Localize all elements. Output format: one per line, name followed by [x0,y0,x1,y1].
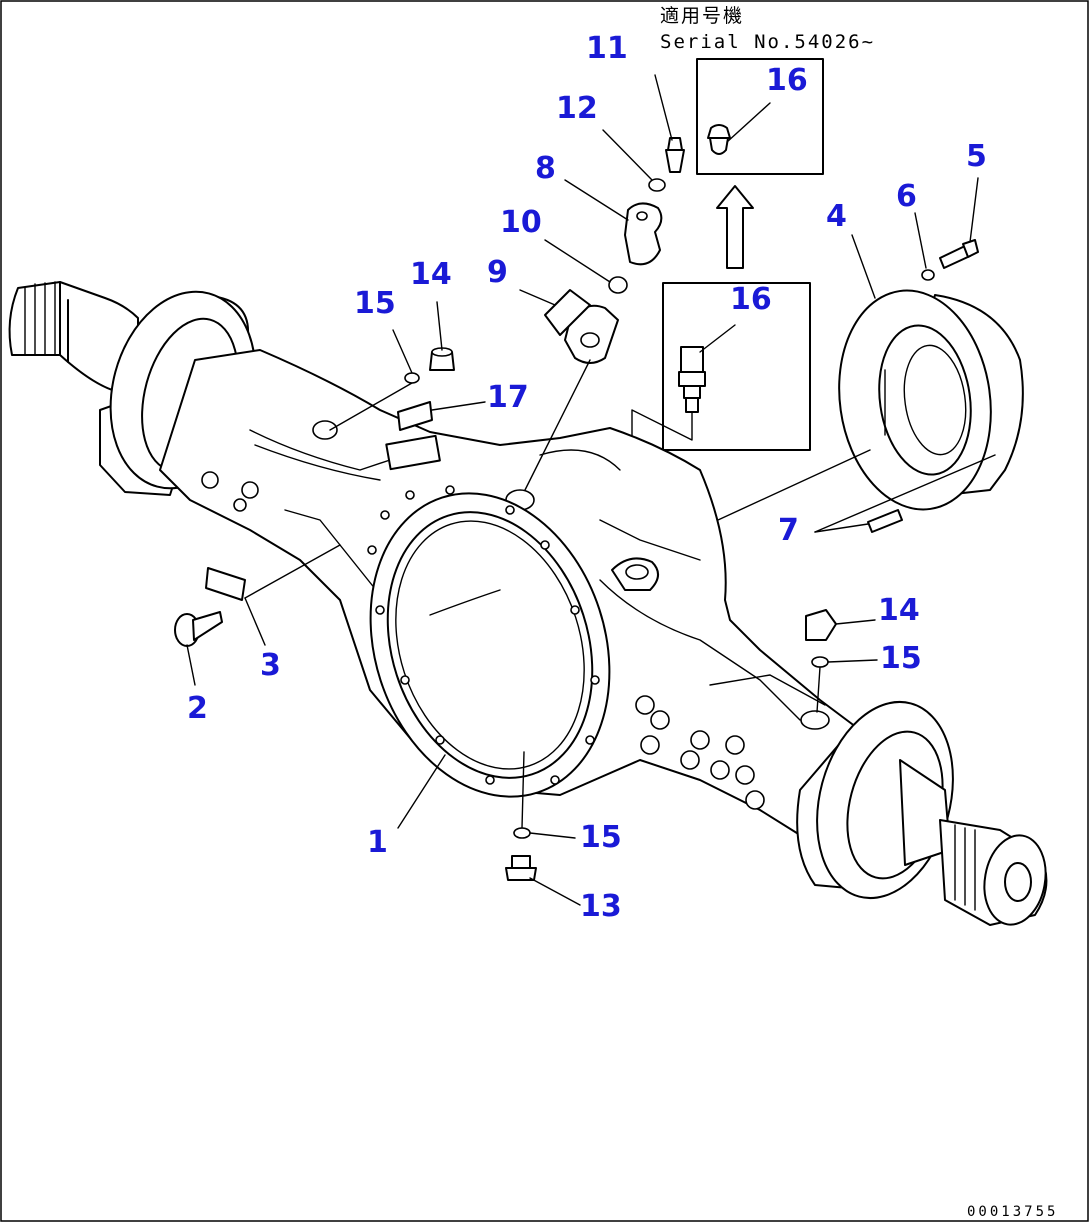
inset-box-new-breather [696,58,824,175]
callout-4[interactable]: 4 [826,199,847,234]
callout-14-upper[interactable]: 14 [410,257,452,292]
callout-13[interactable]: 13 [580,889,622,924]
serial-note-line1: 適用号機 [660,5,744,27]
plate-part-17 [397,401,433,431]
callout-1[interactable]: 1 [367,825,388,860]
plug-part-14-upper [429,347,455,371]
callout-7[interactable]: 7 [778,513,799,548]
serial-note-line2: Serial No.54026~ [660,31,875,53]
callout-5[interactable]: 5 [966,139,987,174]
washer-part-6 [921,269,935,281]
callout-9[interactable]: 9 [487,255,508,290]
leader-lines [186,74,996,906]
drawing-number: 00013755 [967,1204,1058,1220]
bolt-part-11 [665,137,685,173]
callout-2[interactable]: 2 [187,691,208,726]
callout-16-top[interactable]: 16 [766,63,808,98]
hub-part-4 [838,289,1024,511]
oring-part-10 [608,276,628,294]
callout-15-lower-center[interactable]: 15 [580,820,622,855]
plug-part-13 [505,855,537,881]
callout-10[interactable]: 10 [500,205,542,240]
serial-note: 適用号機 Serial No.54026~ [660,5,875,53]
rivet-part-2 [174,611,223,647]
change-arrow [716,185,754,269]
breather-body-part-8 [624,202,663,266]
callout-17[interactable]: 17 [487,380,529,415]
callout-14-lower[interactable]: 14 [878,593,920,628]
housing-bosses [201,471,765,810]
callout-16-lower[interactable]: 16 [730,282,772,317]
callout-8[interactable]: 8 [535,151,556,186]
center-flange-bolt-holes [367,485,600,785]
washer-part-12 [648,178,666,192]
callout-12[interactable]: 12 [556,91,598,126]
inset-box-old-breather [631,282,811,561]
callout-6[interactable]: 6 [896,179,917,214]
callouts: 1 2 3 4 5 6 7 8 9 10 11 12 13 14 14 15 1… [187,31,987,924]
plate-part-3 [205,567,246,601]
center-flange [367,485,611,798]
bolt-part-5 [939,239,979,269]
callout-3[interactable]: 3 [260,648,281,683]
callout-11[interactable]: 11 [586,31,628,66]
gasket-part-9 [544,289,619,364]
pin-part-7 [867,509,903,533]
callout-15-upper[interactable]: 15 [354,286,396,321]
right-spindle [899,759,1048,926]
plug-part-14-lower [805,609,837,641]
callout-15-lower-right[interactable]: 15 [880,641,922,676]
